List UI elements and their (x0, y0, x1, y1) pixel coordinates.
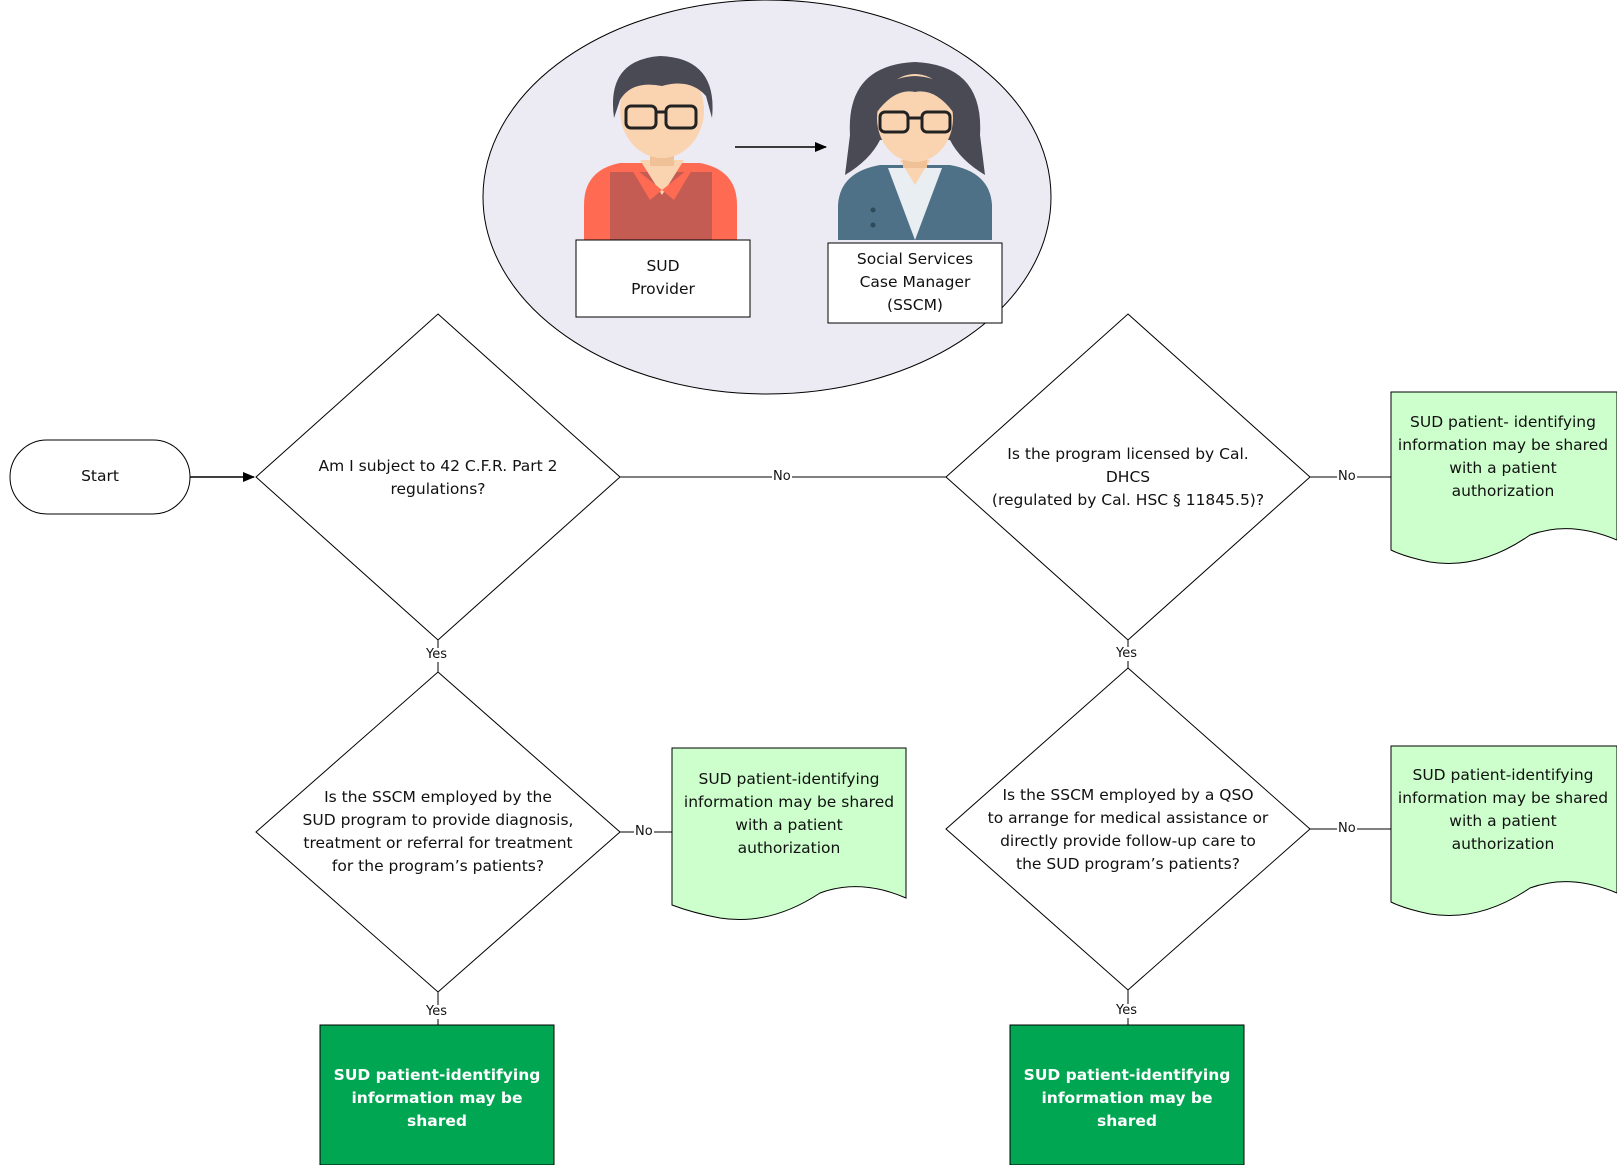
q3-line: DHCS (1105, 468, 1151, 486)
result-line: SUD patient-identifying (333, 1066, 541, 1084)
q4-line: directly provide follow-up care to (1000, 832, 1256, 850)
doc-line: authorization (737, 839, 841, 857)
doc-bottom-right (1390, 745, 1617, 917)
manager-label-box (827, 242, 1003, 324)
doc-mid (671, 747, 907, 921)
doc-line: SUD patient-identifying (1412, 766, 1594, 784)
manager-label-line3: (SSCM) (887, 296, 943, 314)
provider-label-box (575, 239, 751, 318)
q1-line: Am I subject to 42 C.F.R. Part 2 (318, 457, 558, 475)
provider-label: SUD Provider (576, 255, 750, 301)
q2-line: SUD program to provide diagnosis, (302, 811, 574, 829)
q1-yes-label: Yes (425, 647, 448, 662)
q2-text: Is the SSCM employed by the SUD program … (286, 786, 590, 878)
doc-line: information may be shared (1397, 789, 1609, 807)
doc-line: authorization (1451, 835, 1555, 853)
q4-line: Is the SSCM employed by a QSO (1002, 786, 1254, 804)
result-line: shared (1097, 1112, 1157, 1130)
doc-line: authorization (1451, 482, 1555, 500)
doc-bottom-right-text: SUD patient-identifying information may … (1381, 764, 1617, 856)
result-line: information may be (351, 1089, 523, 1107)
q3-yes-label: Yes (1115, 646, 1138, 661)
result-line: information may be (1041, 1089, 1213, 1107)
doc-line: information may be shared (1397, 436, 1609, 454)
q4-line: to arrange for medical assistance or (987, 809, 1269, 827)
provider-icon (584, 56, 737, 240)
q4-line: the SUD program’s patients? (1016, 855, 1240, 873)
q2-line: treatment or referral for treatment (303, 834, 573, 852)
provider-label-line2: Provider (631, 280, 695, 298)
provider-label-line1: SUD (646, 257, 680, 275)
manager-label: Social Services Case Manager (SSCM) (828, 248, 1002, 317)
q2-line: Is the SSCM employed by the (324, 788, 552, 806)
q1-line: regulations? (390, 480, 486, 498)
doc-line: SUD patient- identifying (1410, 413, 1596, 431)
q2-yes-label: Yes (425, 1004, 448, 1019)
q4-no-label: No (1337, 821, 1357, 836)
manager-label-line2: Case Manager (859, 273, 971, 291)
q1-no-label: No (772, 469, 792, 484)
q4-text: Is the SSCM employed by a QSO to arrange… (976, 784, 1280, 876)
doc-line: SUD patient-identifying (698, 770, 880, 788)
q3-line: Is the program licensed by Cal. (1007, 445, 1249, 463)
doc-line: information may be shared (683, 793, 895, 811)
q3-line: (regulated by Cal. HSC § 11845.5)? (991, 491, 1265, 509)
doc-line: with a patient (1449, 459, 1557, 477)
result-line: SUD patient-identifying (1023, 1066, 1231, 1084)
doc-line: with a patient (1449, 812, 1557, 830)
result-line: shared (407, 1112, 467, 1130)
result-right (1009, 1024, 1245, 1165)
result-right-text: SUD patient-identifying information may … (1010, 1064, 1244, 1133)
result-left-text: SUD patient-identifying information may … (320, 1064, 554, 1133)
case-manager-icon (838, 62, 992, 240)
manager-label-line1: Social Services (856, 250, 974, 268)
q3-text: Is the program licensed by Cal. DHCS (re… (976, 443, 1280, 512)
q2-no-label: No (634, 824, 654, 839)
result-left (319, 1024, 555, 1165)
doc-line: with a patient (735, 816, 843, 834)
start-label: Start (81, 467, 119, 485)
q3-no-label: No (1337, 469, 1357, 484)
q4-yes-label: Yes (1115, 1003, 1138, 1018)
q2-line: for the program’s patients? (331, 857, 545, 875)
doc-mid-text: SUD patient-identifying information may … (667, 768, 911, 860)
doc-top-right (1390, 391, 1617, 564)
q1-text: Am I subject to 42 C.F.R. Part 2 regulat… (296, 455, 580, 501)
doc-top-right-text: SUD patient- identifying information may… (1381, 411, 1617, 503)
